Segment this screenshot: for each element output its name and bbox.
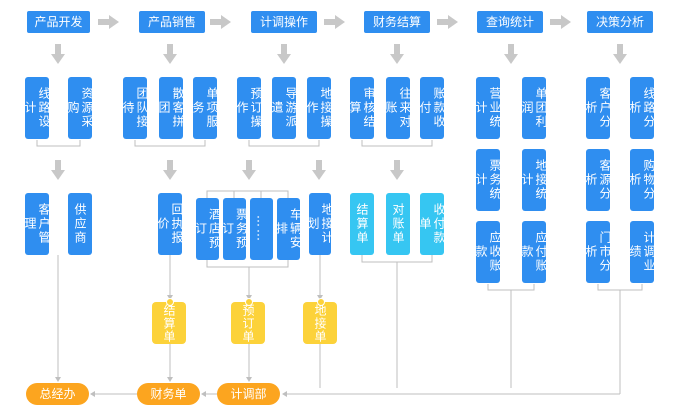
connector-line-bracket-stats — [487, 284, 535, 291]
header-product-dev: 产品开发 — [27, 11, 90, 33]
node-more: …… — [250, 198, 273, 260]
connector-line-ops-sub-bottom — [206, 260, 289, 268]
header-product-sales: 产品销售 — [139, 11, 205, 33]
flow-arrow-down-l2-1 — [163, 160, 177, 180]
node-vehicle: 车辆安排 — [275, 198, 303, 260]
flow-arrow-down-0 — [51, 44, 65, 64]
node-hotel-booking: 酒店预订 — [194, 198, 222, 260]
flow-arrow-down-4 — [504, 44, 518, 64]
node-ground-plan: 地接计划 — [306, 193, 334, 255]
header-stats: 查询统计 — [477, 11, 543, 33]
node-payable: 应付账款 — [520, 221, 548, 283]
connector-tip-ops-doc — [246, 295, 252, 300]
node-reconcile-bill: 对账单 — [386, 193, 410, 255]
node-receipt-report: 回执报价 — [156, 193, 184, 255]
flow-arrow-down-5 — [613, 44, 627, 64]
flow-arrow-right-3 — [437, 15, 458, 29]
connector-line-bracket-dev — [36, 140, 81, 147]
node-customer-mgmt: 客户管理 — [23, 193, 51, 255]
connector-line-fin-doc-bracket — [361, 255, 433, 263]
doc-ground: 地接单 — [303, 298, 337, 344]
node-ticket-stats: 票务统计 — [474, 149, 502, 211]
node-resource-purchase: 资源采购 — [66, 77, 94, 139]
node-group-profit: 单团利润 — [520, 77, 548, 139]
node-source-analysis: 客源分析 — [584, 149, 612, 211]
connector-tip-doc-ops — [246, 377, 252, 382]
node-group-receive: 团队接待 — [121, 77, 149, 139]
flow-arrow-down-l2-3 — [312, 160, 326, 180]
node-single-service: 单项服务 — [191, 77, 219, 139]
node-reconcile: 往来对账 — [384, 77, 412, 139]
node-settle-bill: 结算单 — [350, 193, 374, 255]
node-payment-bill: 收付款单 — [418, 193, 446, 255]
flow-arrow-right-0 — [98, 15, 119, 29]
node-customer-analysis: 客户分析 — [584, 77, 612, 139]
doc-booking: 预订单 — [231, 298, 265, 344]
node-revenue: 营业统计 — [474, 77, 502, 139]
connector-tip-ops-finance — [201, 391, 206, 397]
connector-line-bracket-fin — [361, 140, 433, 147]
dept-finance: 财务单 — [137, 383, 200, 405]
connector-tip-finance-gm — [90, 391, 95, 397]
node-collect: 账款收付 — [418, 77, 446, 139]
node-route-design: 线路设计 — [23, 77, 51, 139]
node-receivable: 应收账款 — [474, 221, 502, 283]
flow-arrow-down-l2-2 — [242, 160, 256, 180]
header-ops: 计调操作 — [251, 11, 317, 33]
header-finance: 财务结算 — [364, 11, 430, 33]
connector-line-bracket-ops — [248, 140, 320, 147]
node-shopping-analysis: 购物分析 — [628, 149, 656, 211]
node-route-analysis: 线路分析 — [628, 77, 656, 139]
node-audit: 审核结算 — [348, 77, 376, 139]
flow-arrow-down-3 — [390, 44, 404, 64]
connector-tip-sales-doc — [167, 295, 173, 300]
node-individual: 散客拼团 — [157, 77, 185, 139]
flow-arrow-down-l2-0 — [51, 160, 65, 180]
connector-line-bracket-dec — [597, 284, 643, 291]
connector-line-ops-sub-top — [206, 190, 289, 198]
connector-line-bracket-sales — [134, 140, 206, 147]
flow-arrow-down-1 — [163, 44, 177, 64]
doc-settle: 结算单 — [152, 298, 186, 344]
flow-arrow-right-1 — [210, 15, 231, 29]
node-supplier: 供应商 — [68, 193, 92, 255]
node-ops-perf: 计调业绩 — [628, 221, 656, 283]
connector-tip-dev-gm — [55, 377, 61, 382]
connector-tip-doc-finance — [167, 377, 173, 382]
connector-tip-ground-doc — [317, 295, 323, 300]
flow-arrow-right-4 — [550, 15, 571, 29]
node-ticket-booking: 票务预订 — [221, 198, 249, 260]
node-guide-dispatch: 导游派遣 — [270, 77, 298, 139]
node-ground-stats: 地接统计 — [520, 149, 548, 211]
header-decision: 决策分析 — [587, 11, 653, 33]
flow-arrow-down-l2-4 — [390, 160, 404, 180]
flow-arrow-right-2 — [324, 15, 345, 29]
connector-tip-return-ops — [282, 391, 287, 397]
dept-ops: 计调部 — [217, 383, 280, 405]
flow-arrow-down-2 — [277, 44, 291, 64]
dept-gm: 总经办 — [26, 383, 89, 405]
node-store-analysis: 门市分析 — [584, 221, 612, 283]
node-booking-op: 预订操作 — [235, 77, 263, 139]
node-ground-op: 地接操作 — [305, 77, 333, 139]
